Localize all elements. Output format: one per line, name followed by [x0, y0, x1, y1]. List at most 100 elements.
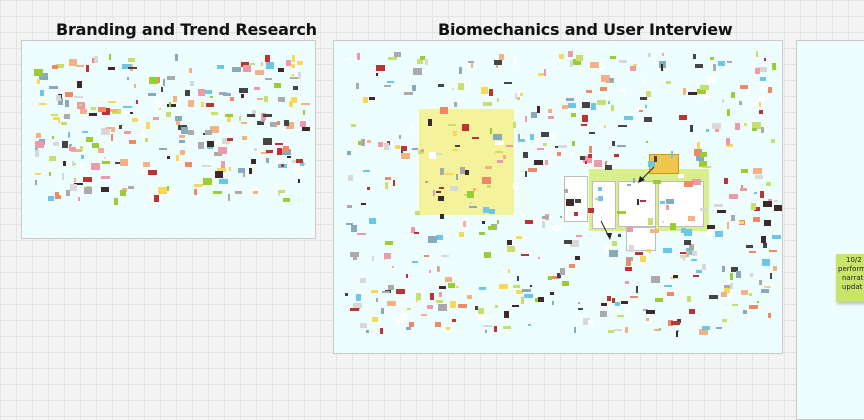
board-thumbnail[interactable] [570, 59, 574, 67]
board-thumbnail[interactable] [485, 166, 493, 170]
board-thumbnail[interactable] [55, 95, 61, 102]
board-thumbnail[interactable] [276, 120, 280, 125]
board-thumbnail[interactable] [428, 269, 431, 273]
board-thumbnail[interactable] [712, 64, 716, 72]
board-thumbnail[interactable] [467, 295, 473, 300]
board-thumbnail[interactable] [666, 292, 674, 297]
board-thumbnail[interactable] [475, 306, 479, 311]
board-thumbnail[interactable] [600, 86, 608, 91]
board-thumbnail[interactable] [529, 134, 534, 141]
board-thumbnail[interactable] [74, 149, 83, 152]
board-thumbnail[interactable] [482, 221, 486, 225]
board-thumbnail[interactable] [160, 86, 163, 92]
board-thumbnail[interactable] [278, 96, 286, 102]
board-thumbnail[interactable] [637, 198, 640, 205]
board-thumbnail[interactable] [665, 198, 674, 204]
board-thumbnail[interactable] [660, 201, 665, 205]
board-thumbnail[interactable] [730, 272, 734, 280]
board-thumbnail[interactable] [287, 156, 292, 159]
board-thumbnail[interactable] [360, 202, 366, 205]
board-thumbnail[interactable] [376, 64, 386, 71]
board-thumbnail[interactable] [627, 227, 634, 233]
board-thumbnail[interactable] [80, 109, 88, 115]
board-thumbnail[interactable] [413, 68, 423, 76]
board-thumbnail[interactable] [37, 78, 41, 84]
board-thumbnail[interactable] [528, 323, 532, 326]
board-thumbnail[interactable] [706, 229, 711, 237]
board-thumbnail[interactable] [742, 309, 747, 314]
board-thumbnail[interactable] [222, 137, 230, 144]
board-thumbnail[interactable] [49, 172, 52, 177]
board-thumbnail[interactable] [566, 199, 575, 207]
board-thumbnail[interactable] [492, 133, 502, 140]
board-thumbnail[interactable] [427, 119, 432, 127]
board-thumbnail[interactable] [562, 104, 569, 109]
document-page[interactable] [658, 181, 704, 227]
board-thumbnail[interactable] [97, 147, 104, 153]
board-thumbnail[interactable] [671, 151, 674, 159]
board-thumbnail[interactable] [445, 277, 453, 283]
board-thumbnail[interactable] [229, 167, 232, 172]
board-thumbnail[interactable] [205, 89, 213, 94]
board-thumbnail[interactable] [86, 65, 90, 73]
board-thumbnail[interactable] [108, 54, 111, 61]
board-thumbnail[interactable] [394, 319, 404, 324]
board-thumbnail[interactable] [202, 164, 212, 167]
board-thumbnail[interactable] [629, 296, 638, 299]
board-thumbnail[interactable] [603, 244, 608, 252]
board-thumbnail[interactable] [415, 297, 418, 303]
board-thumbnail[interactable] [68, 131, 71, 138]
board-thumbnail[interactable] [88, 112, 97, 116]
board-thumbnail[interactable] [61, 172, 64, 180]
board-thumbnail[interactable] [459, 232, 465, 238]
board-thumbnail[interactable] [356, 232, 366, 235]
board-thumbnail[interactable] [74, 177, 77, 182]
board-thumbnail[interactable] [80, 154, 84, 159]
board-thumbnail[interactable] [626, 307, 630, 314]
board-thumbnail[interactable] [553, 225, 563, 231]
board-thumbnail[interactable] [752, 127, 758, 131]
board-thumbnail[interactable] [547, 115, 554, 119]
board-thumbnail[interactable] [731, 92, 736, 99]
board-thumbnail[interactable] [62, 161, 66, 167]
board-thumbnail[interactable] [388, 56, 398, 60]
board-thumbnail[interactable] [391, 266, 394, 269]
board-thumbnail[interactable] [249, 63, 255, 65]
board-thumbnail[interactable] [112, 109, 122, 115]
board-thumbnail[interactable] [78, 197, 81, 202]
board-thumbnail[interactable] [455, 144, 460, 147]
board-thumbnail[interactable] [751, 203, 757, 211]
board-thumbnail[interactable] [84, 186, 93, 194]
board-thumbnail[interactable] [461, 124, 469, 132]
board-thumbnail[interactable] [748, 305, 758, 310]
board-thumbnail[interactable] [440, 254, 449, 257]
board-thumbnail[interactable] [609, 250, 619, 258]
board-thumbnail[interactable] [585, 90, 592, 94]
board-thumbnail[interactable] [543, 142, 548, 146]
board-thumbnail[interactable] [760, 127, 764, 134]
board-thumbnail[interactable] [34, 68, 44, 76]
board-thumbnail[interactable] [357, 52, 361, 60]
board-thumbnail[interactable] [298, 178, 301, 183]
board-thumbnail[interactable] [423, 255, 429, 258]
board-thumbnail[interactable] [420, 313, 427, 316]
board-thumbnail[interactable] [291, 54, 295, 62]
board-thumbnail[interactable] [699, 152, 707, 158]
board-thumbnail[interactable] [629, 65, 636, 71]
board-thumbnail[interactable] [355, 82, 359, 89]
board-thumbnail[interactable] [542, 220, 546, 228]
board-thumbnail[interactable] [387, 301, 397, 307]
board-thumbnail[interactable] [585, 161, 588, 165]
board-thumbnail[interactable] [299, 161, 304, 166]
board-thumbnail[interactable] [386, 140, 390, 145]
board-thumbnail[interactable] [278, 68, 285, 73]
board-thumbnail[interactable] [159, 188, 165, 192]
board-thumbnail[interactable] [285, 121, 294, 129]
board-thumbnail[interactable] [755, 67, 761, 74]
board-thumbnail[interactable] [381, 308, 385, 315]
board-thumbnail[interactable] [120, 189, 127, 196]
board-thumbnail[interactable] [217, 146, 227, 154]
board-thumbnail[interactable] [370, 289, 378, 293]
board-thumbnail[interactable] [545, 160, 549, 166]
board-thumbnail[interactable] [302, 110, 305, 116]
